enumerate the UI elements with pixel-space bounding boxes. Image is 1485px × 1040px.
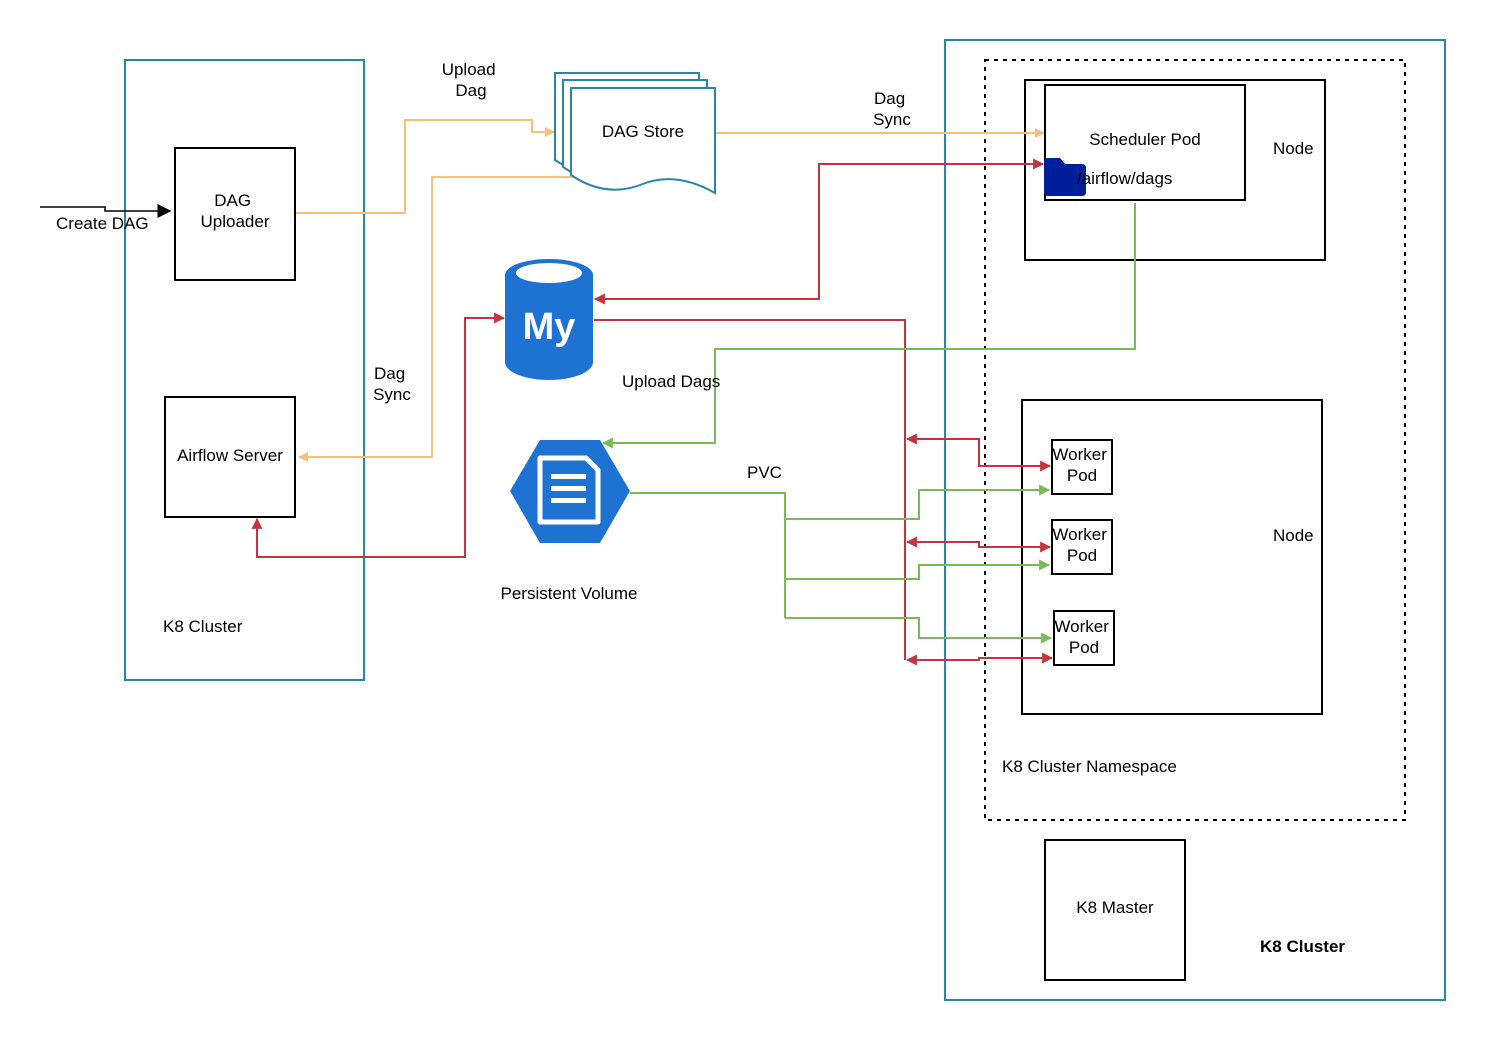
worker-pod-1-label: Worker Pod [1052, 445, 1111, 485]
worker-pod-3-label: Worker Pod [1054, 617, 1113, 657]
mysql-logo-text: My [523, 306, 576, 348]
scheduler-pod-label: Scheduler Pod [1089, 130, 1201, 149]
document-stack-icon[interactable] [554, 72, 716, 195]
k8-master-label: K8 Master [1076, 898, 1154, 917]
worker-node-label: Node [1273, 526, 1314, 545]
upload-dag-edge [296, 119, 555, 214]
right-k8-cluster-boundary [944, 39, 1446, 1001]
right-k8-cluster-label: K8 Cluster [1260, 937, 1345, 956]
worker-pod-2-label: Worker Pod [1052, 525, 1111, 565]
worker-pod-1-box[interactable] [1051, 439, 1113, 495]
mysql-worker2-edge [905, 536, 1052, 553]
pvc-label: PVC [747, 463, 782, 482]
mysql-worker1-edge [905, 433, 1052, 472]
dag-sync-top-label: Dag Sync [873, 89, 911, 129]
server-mysql-edge [251, 312, 506, 558]
upload-dags-edge [601, 203, 1136, 449]
pvc-trunk [630, 492, 786, 618]
document-hexagon-icon[interactable] [510, 440, 630, 543]
mysql-worker-trunk [594, 319, 906, 660]
persistent-volume-label: Persistent Volume [500, 584, 637, 603]
dag-uploader-label: DAG Uploader [201, 191, 270, 231]
airflow-server-box[interactable] [164, 396, 296, 518]
scheduler-mysql-edge [593, 158, 1045, 305]
folder-icon [1044, 158, 1086, 196]
pvc-worker1-edge [785, 484, 1051, 520]
upload-dag-label: Upload Dag [442, 60, 501, 100]
k8-namespace-label: K8 Cluster Namespace [1002, 757, 1177, 776]
upload-dags-label: Upload Dags [622, 372, 720, 391]
worker-pod-3-box[interactable] [1053, 610, 1115, 666]
create-dag-arrow [40, 204, 172, 218]
pvc-worker2-edge [785, 559, 1051, 580]
left-k8-cluster-label: K8 Cluster [163, 617, 243, 636]
pvc-worker3-edge [785, 617, 1053, 644]
scheduler-folder-path: /airflow/dags [1077, 169, 1172, 188]
k8-master-box[interactable] [1044, 839, 1186, 981]
database-icon[interactable]: My [505, 259, 593, 380]
create-dag-label: Create DAG [56, 214, 149, 233]
mysql-worker3-edge [905, 652, 1054, 666]
scheduler-node-label: Node [1273, 139, 1314, 158]
dag-uploader-box[interactable] [174, 147, 296, 281]
dag-store-label: DAG Store [602, 122, 684, 141]
worker-pod-2-box[interactable] [1051, 519, 1113, 575]
airflow-server-label: Airflow Server [177, 446, 283, 465]
dag-sync-left-label: Dag Sync [373, 364, 411, 404]
